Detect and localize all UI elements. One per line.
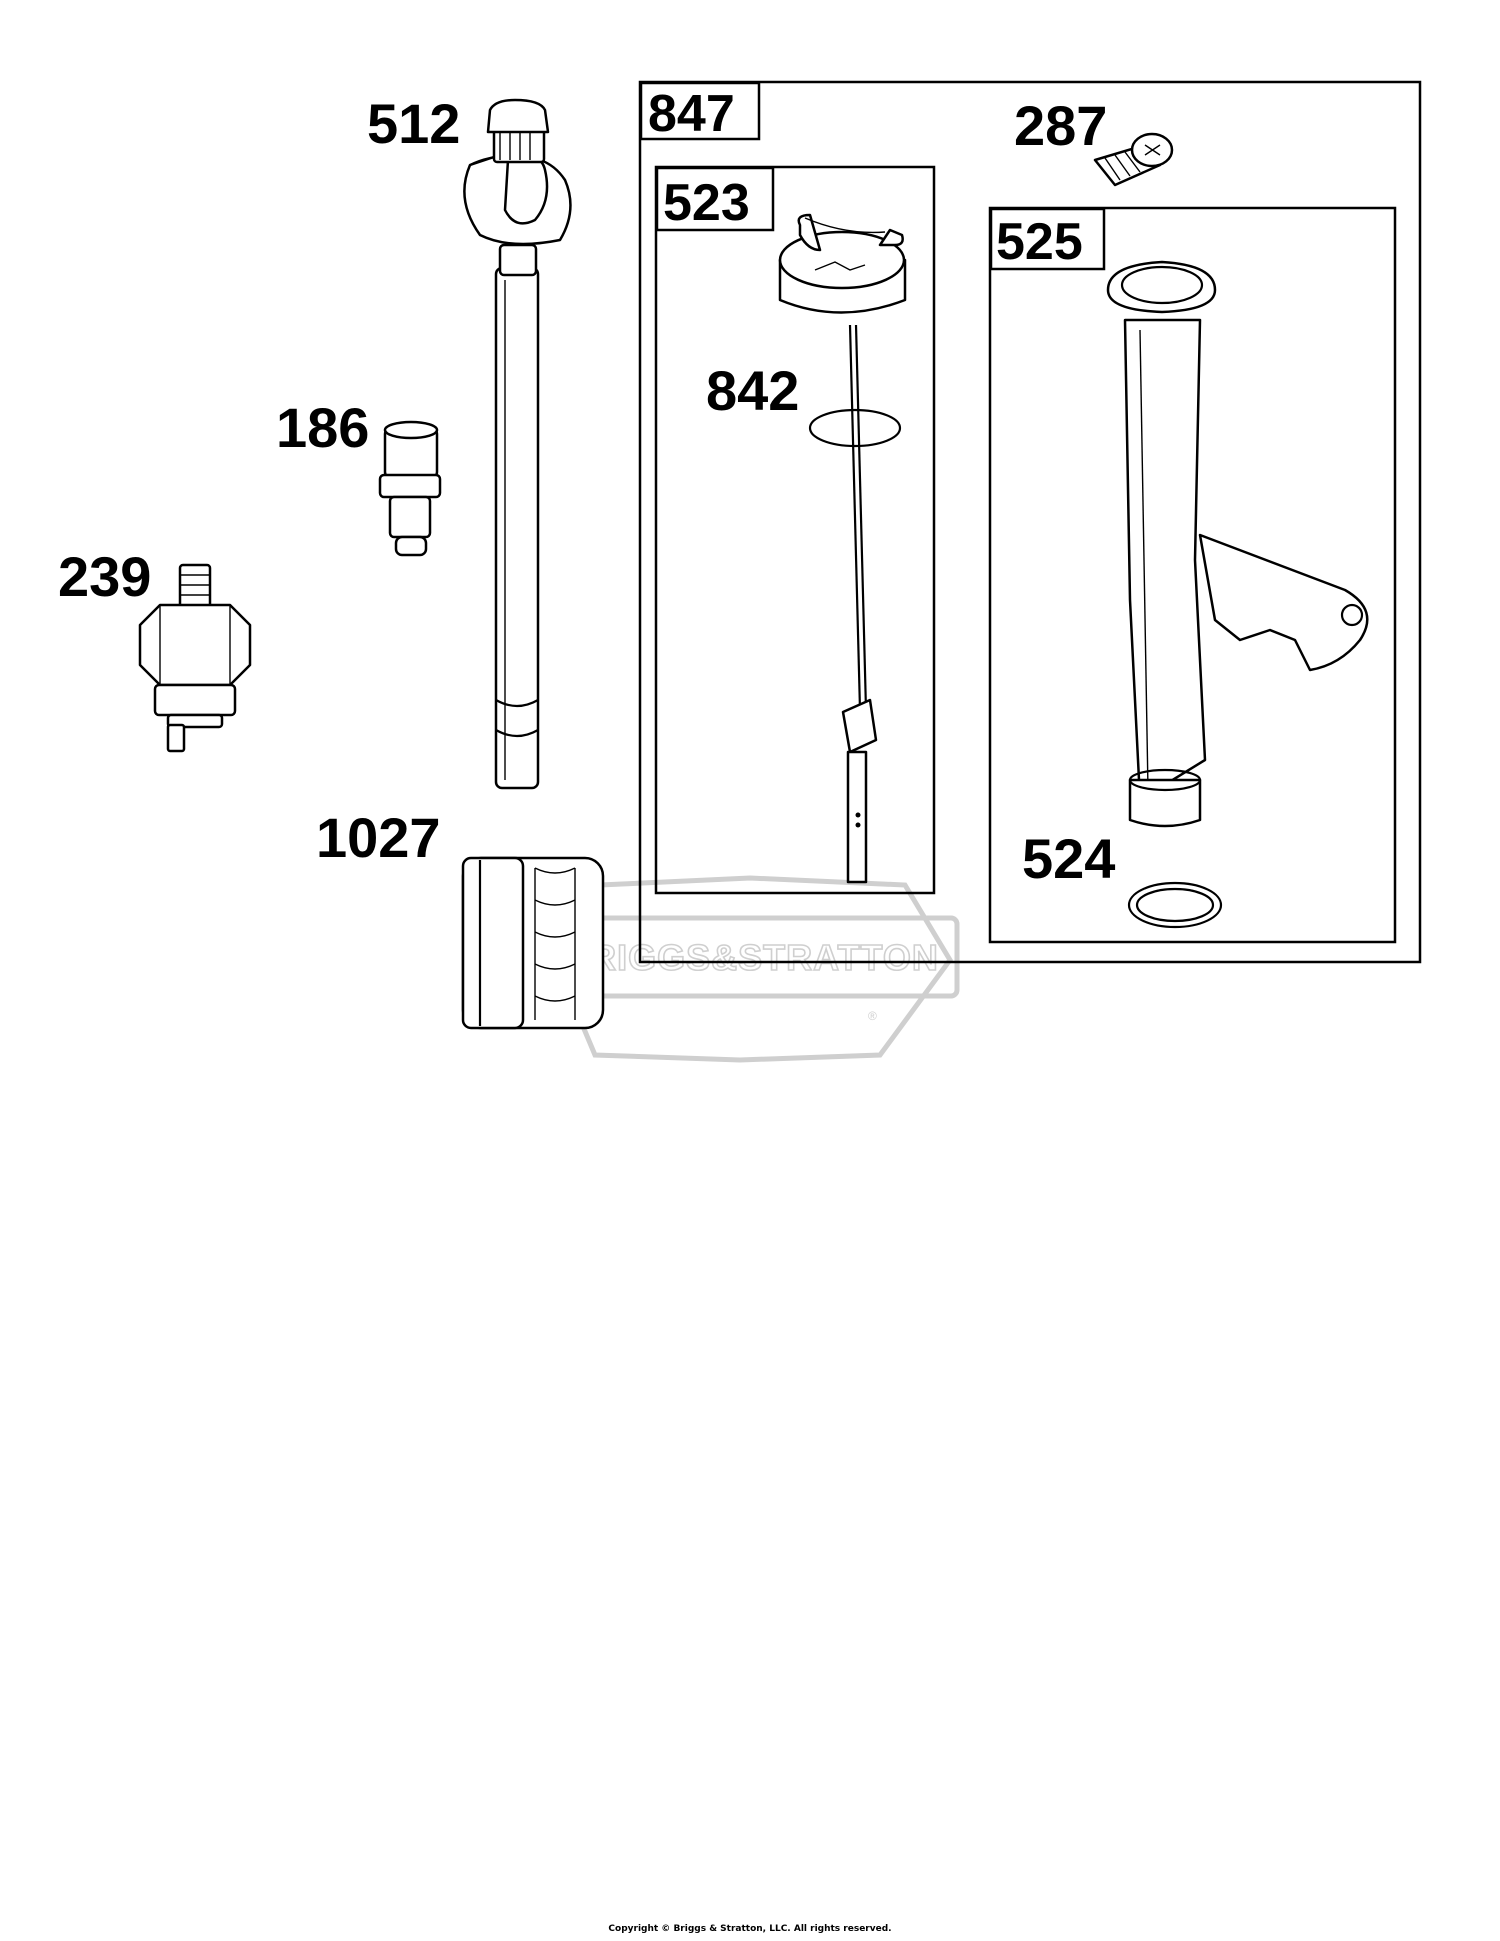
oil-pressure-switch-239-drawing [138,563,252,753]
oil-filter-1027-drawing [461,856,605,1030]
screw-287-drawing [1093,132,1174,187]
label-1027: 1027 [316,806,441,869]
kit-box-525 [988,206,1397,944]
label-525: 525 [996,213,1083,271]
kit-label-523-box [655,166,775,232]
kit-box-523 [654,165,936,895]
label-287: 287 [1014,94,1107,157]
dipstick-tube-512-drawing [463,98,572,790]
label-186: 186 [276,396,369,459]
fitting-186-drawing [378,420,442,557]
briggs-stratton-watermark: BRIGGS&STRATTON ® [542,875,960,1063]
label-239: 239 [58,545,151,608]
label-512: 512 [367,92,460,155]
copyright-notice: Copyright © Briggs & Stratton, LLC. All … [608,1924,892,1934]
svg-text:®: ® [868,1009,877,1023]
label-847: 847 [648,85,735,143]
dipstick-523-drawing [778,213,907,884]
svg-text:BRIGGS&STRATTON: BRIGGS&STRATTON [563,937,939,978]
kit-label-525-box [989,207,1106,271]
kit-label-847-box [639,81,761,141]
label-523: 523 [663,174,750,232]
label-524: 524 [1022,827,1115,890]
dipstick-tube-525-drawing [1106,260,1369,929]
kit-box-847 [638,80,1422,964]
label-842: 842 [706,359,799,422]
